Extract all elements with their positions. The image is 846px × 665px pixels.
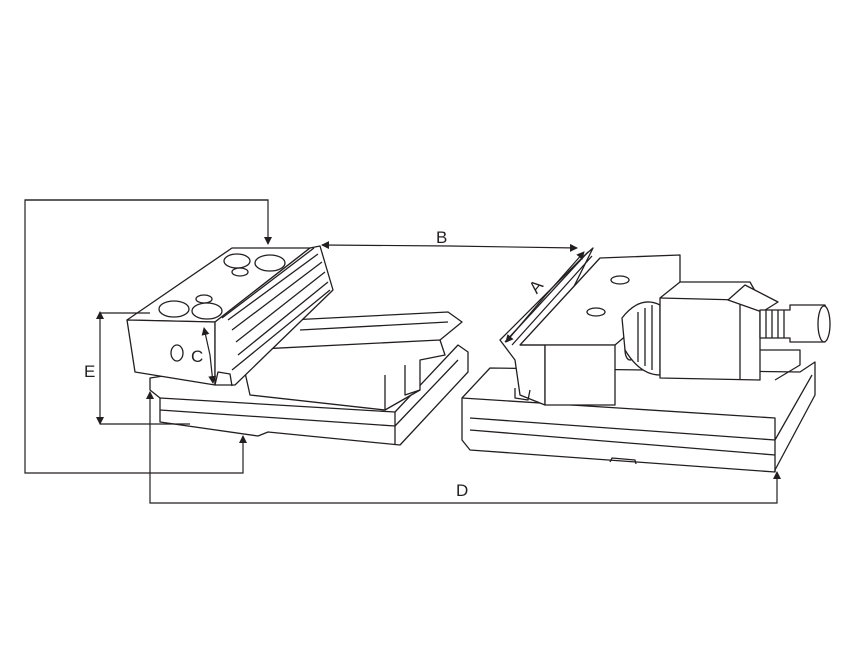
left-base [159, 344, 469, 446]
dimension-b [449, 243, 578, 252]
moving-jaw-cap [727, 284, 779, 313]
dimension-a [544, 251, 585, 297]
dimension-c [208, 354, 217, 384]
mounting-hole [191, 302, 223, 320]
mounting-hole [195, 294, 213, 304]
label-a: A [525, 276, 547, 297]
dimension-loop-left-upper [25, 199, 272, 245]
label-b: B [436, 228, 447, 247]
handle-threads [765, 310, 785, 338]
lead-screw [621, 301, 661, 376]
left-slide-rails [289, 311, 463, 410]
side-hole [170, 344, 184, 362]
right-base-edges [461, 374, 813, 472]
left-slide [239, 339, 446, 411]
dimension-e-extension-lines [100, 312, 190, 425]
dimension-a [505, 295, 546, 343]
dimension-lines [24, 199, 781, 504]
mounting-hole [610, 275, 630, 285]
dimension-b [321, 241, 451, 250]
left-jaw-assembly [126, 245, 469, 446]
label-e: E [84, 362, 95, 381]
mounting-hole [231, 267, 249, 277]
handle-bracket [760, 349, 801, 381]
right-vise-body [461, 247, 831, 473]
jaw-serration-grooves [221, 247, 331, 371]
mounting-hole [158, 300, 190, 318]
dimension-d [463, 471, 781, 504]
lead-screw-threads [637, 305, 653, 370]
label-c: C [191, 347, 203, 366]
dimension-c [201, 327, 211, 356]
fixed-jaw-front [520, 344, 616, 406]
handle-end [817, 305, 831, 343]
mounting-hole [586, 307, 606, 317]
mounting-hole [223, 253, 251, 269]
label-d: D [456, 481, 468, 500]
jaw-notch [214, 371, 233, 387]
mounting-hole [254, 254, 286, 272]
dimension-d [146, 391, 463, 504]
